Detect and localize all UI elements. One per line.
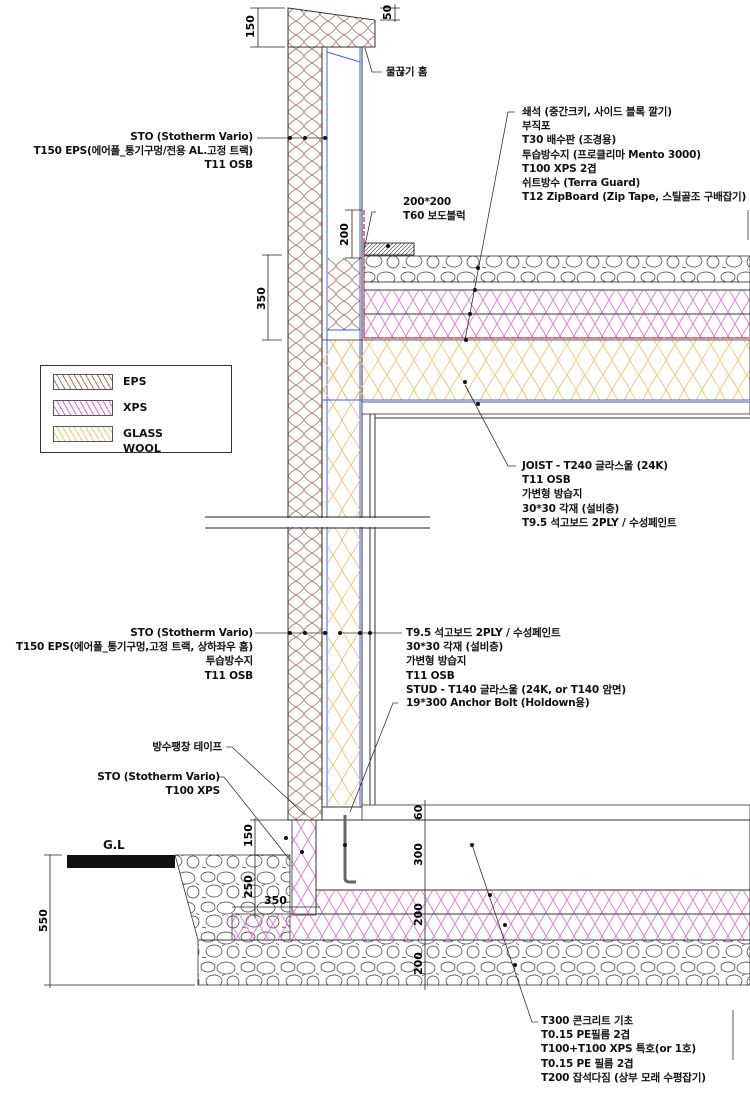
drip-groove-label: 물끊기 홈 [386,66,428,78]
ground-level-label: G.L [103,838,125,852]
dim-slab: 300 [412,843,425,866]
legend-label: EPS [123,375,147,388]
dimension-lines [44,4,426,990]
waterproof-tape-label: 방수팽창 테이프 [152,741,222,753]
anchor-bolt-label: 19*300 Anchor Bolt (Holdown용) [406,697,590,709]
dim-footing-width: 350 [264,894,287,907]
dim-block-height: 200 [338,223,351,246]
break-lines [205,516,430,529]
glass-wool-swatch [53,426,113,442]
leader-dots [284,136,517,967]
xps-swatch [53,400,113,416]
material-legend: EPS XPS GLASS WOOL [40,365,232,455]
legend-label: GLASS WOOL [123,427,163,455]
wall-outer-note: STO (Stotherm Vario)T150 EPS(에어폴_통기구멍,고정… [15,627,253,682]
anchor-bolt [343,815,356,884]
legend-label: XPS [123,401,148,414]
base-finish-note: STO (Stotherm Vario)T100 XPS [97,771,220,798]
dim-parapet: 350 [255,287,268,310]
wall-eps [287,46,323,821]
eps-swatch [53,374,113,390]
leader-lines [218,47,749,1060]
parapet-wall-note: STO (Stotherm Vario)T150 EPS(에어폴_통기구멍/전용… [33,131,253,172]
coping [287,7,376,48]
ground-level-bar [67,855,175,868]
dim-footing-depth: 250 [242,875,255,898]
dim-xps: 200 [412,903,425,926]
dim-slab-finish: 60 [412,804,425,820]
dim-total-depth: 550 [37,909,50,932]
dim-coping-slope: 50 [381,4,394,20]
dim-coping-height: 150 [244,15,257,38]
wall-stud-column [321,46,363,808]
dim-plinth: 150 [242,824,255,847]
foundation [67,804,750,986]
roof-assembly [321,210,750,805]
dim-gravel: 200 [412,952,425,975]
